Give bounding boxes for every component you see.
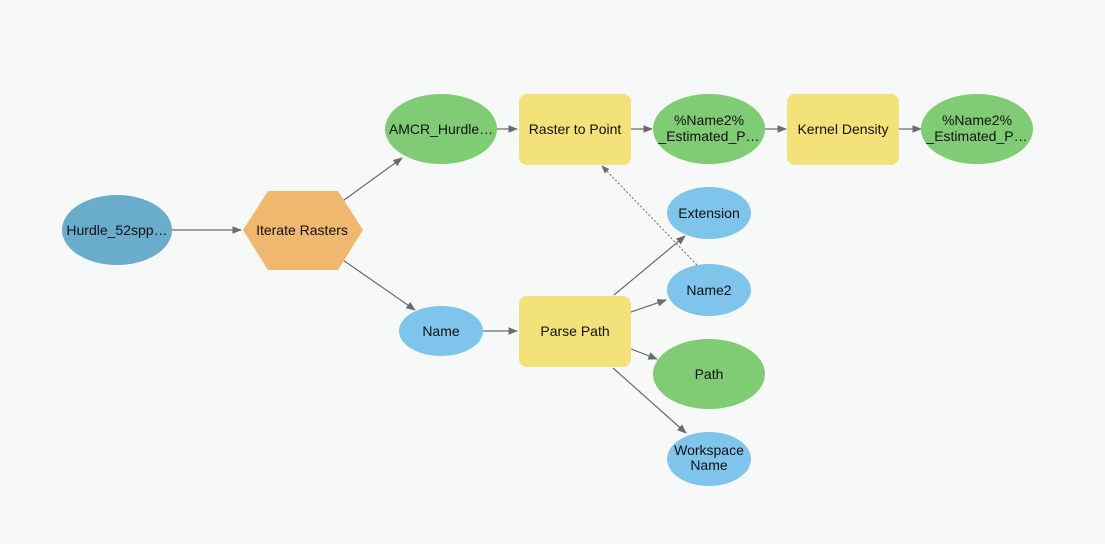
node-label: Extension xyxy=(678,205,739,221)
node-kernel-density[interactable]: Kernel Density xyxy=(787,94,899,165)
node-label: Path xyxy=(695,366,724,382)
node-workspace-name[interactable]: Workspace Name xyxy=(667,432,751,486)
node-parse-path[interactable]: Parse Path xyxy=(519,296,631,367)
connector-iterate-to-name[interactable] xyxy=(339,257,416,311)
node-raster-to-point[interactable]: Raster to Point xyxy=(519,94,631,165)
node-label-line-2: _Estimated_P… xyxy=(925,128,1027,144)
input-dataset-ellipse xyxy=(62,195,172,265)
tool-rect xyxy=(787,94,899,165)
node-label: Hurdle_52spp… xyxy=(66,222,167,238)
node-label: Iterate Rasters xyxy=(256,222,348,238)
node-hurdle-input[interactable]: Hurdle_52spp… xyxy=(62,195,172,265)
variable-ellipse xyxy=(667,432,751,486)
connector-parse-path-to-name2[interactable] xyxy=(630,299,667,313)
node-label: Kernel Density xyxy=(797,121,888,137)
node-label-line-1: Workspace xyxy=(674,442,744,458)
node-estimated-p-2[interactable]: %Name2% _Estimated_P… xyxy=(921,94,1033,164)
node-name2[interactable]: Name2 xyxy=(667,264,751,316)
connector-parse-path-to-extension[interactable] xyxy=(613,235,686,296)
node-label: Name xyxy=(422,323,460,339)
variable-ellipse xyxy=(667,264,751,316)
node-label: Raster to Point xyxy=(529,121,622,137)
node-label-line-1: %Name2% xyxy=(674,112,744,128)
node-label: Name2 xyxy=(686,282,731,298)
connector-name2-to-raster-to-point-precondition[interactable] xyxy=(601,165,698,266)
node-path[interactable]: Path xyxy=(653,339,765,409)
derived-data-ellipse xyxy=(653,339,765,409)
variable-ellipse xyxy=(399,306,483,356)
variable-ellipse xyxy=(667,187,751,239)
node-amcr-hurdle[interactable]: AMCR_Hurdle… xyxy=(385,94,497,164)
node-label-line-2: Name xyxy=(690,457,728,473)
node-extension[interactable]: Extension xyxy=(667,187,751,239)
tool-rect xyxy=(519,94,631,165)
node-name[interactable]: Name xyxy=(399,306,483,356)
iterator-hexagon xyxy=(243,191,363,270)
derived-data-ellipse xyxy=(653,94,765,164)
connector-iterate-to-amcr[interactable] xyxy=(339,157,403,204)
node-iterate-rasters[interactable]: Iterate Rasters xyxy=(243,191,363,270)
connectors xyxy=(172,125,922,434)
derived-data-ellipse xyxy=(385,94,497,164)
tool-rect xyxy=(519,296,631,367)
node-estimated-p-1[interactable]: %Name2% _Estimated_P… xyxy=(653,94,765,164)
node-label: AMCR_Hurdle… xyxy=(389,121,493,137)
derived-data-ellipse xyxy=(921,94,1033,164)
node-label-line-1: %Name2% xyxy=(942,112,1012,128)
node-label-line-2: _Estimated_P… xyxy=(657,128,759,144)
connector-parse-path-to-workspace-name[interactable] xyxy=(612,367,687,434)
node-label: Parse Path xyxy=(540,323,609,339)
connector-parse-path-to-path[interactable] xyxy=(630,348,658,360)
